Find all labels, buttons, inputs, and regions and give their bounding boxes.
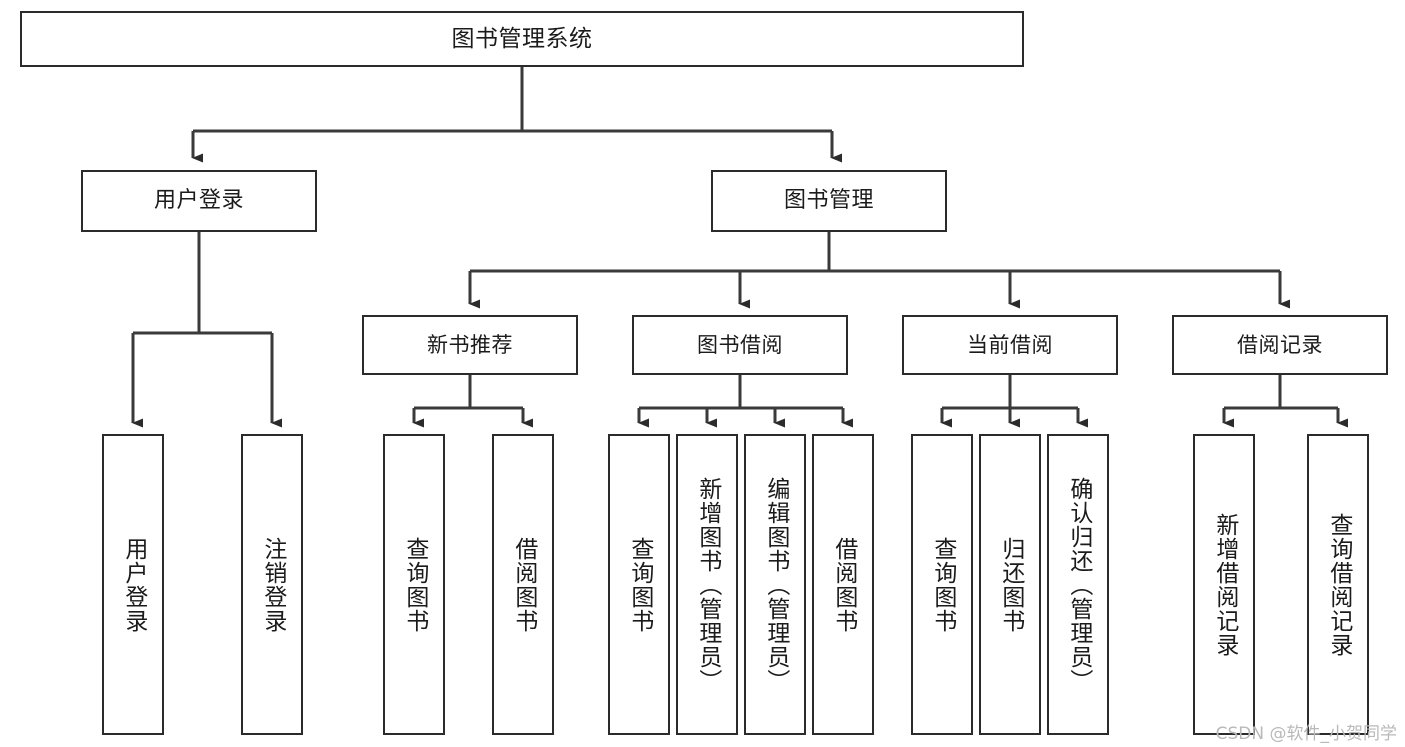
node-label: 图书管理系统 bbox=[451, 25, 593, 52]
node-new-book-recommend[interactable]: 新书推荐 bbox=[362, 315, 578, 375]
node-book-management[interactable]: 图书管理 bbox=[711, 170, 947, 232]
node-label: 图书管理 bbox=[783, 188, 874, 214]
leaf-record-query-borrow-record[interactable]: 查询借阅记录 bbox=[1307, 434, 1369, 735]
node-label: 注销登录 bbox=[259, 536, 286, 633]
leaf-borrow-edit-book-admin[interactable]: 编辑图书（管理员） bbox=[744, 434, 806, 735]
node-label: 新增图书（管理员） bbox=[694, 476, 721, 693]
leaf-user-login-signout[interactable]: 注销登录 bbox=[241, 434, 303, 735]
node-book-borrow[interactable]: 图书借阅 bbox=[632, 315, 848, 375]
leaf-recommend-query-book[interactable]: 查询图书 bbox=[383, 434, 445, 735]
node-label: 查询图书 bbox=[401, 536, 428, 633]
node-current-borrow[interactable]: 当前借阅 bbox=[902, 315, 1118, 375]
leaf-borrow-add-book-admin[interactable]: 新增图书（管理员） bbox=[676, 434, 738, 735]
node-label: 查询借阅记录 bbox=[1325, 512, 1352, 657]
node-label: 确认归还（管理员） bbox=[1065, 476, 1092, 693]
leaf-recommend-borrow-book[interactable]: 借阅图书 bbox=[492, 434, 554, 735]
csdn-watermark: CSDN @软件_小贺同学 bbox=[1215, 724, 1397, 744]
leaf-current-query-book[interactable]: 查询图书 bbox=[911, 434, 973, 735]
node-label: 当前借阅 bbox=[967, 332, 1053, 357]
node-user-login[interactable]: 用户登录 bbox=[81, 170, 317, 232]
leaf-current-confirm-return-admin[interactable]: 确认归还（管理员） bbox=[1047, 434, 1109, 735]
node-label: 借阅图书 bbox=[510, 536, 537, 633]
node-label: 借阅图书 bbox=[830, 536, 857, 633]
leaf-borrow-borrow-book[interactable]: 借阅图书 bbox=[812, 434, 874, 735]
node-system-root[interactable]: 图书管理系统 bbox=[20, 11, 1024, 67]
node-label: 编辑图书（管理员） bbox=[762, 476, 789, 693]
leaf-record-add-borrow-record[interactable]: 新增借阅记录 bbox=[1193, 434, 1255, 735]
leaf-borrow-query-book[interactable]: 查询图书 bbox=[608, 434, 670, 735]
leaf-user-login-signin[interactable]: 用户登录 bbox=[102, 434, 164, 735]
node-label: 用户登录 bbox=[120, 536, 147, 633]
node-label: 新书推荐 bbox=[427, 332, 513, 357]
leaf-current-return-book[interactable]: 归还图书 bbox=[979, 434, 1041, 735]
node-label: 归还图书 bbox=[997, 536, 1024, 633]
node-borrow-record[interactable]: 借阅记录 bbox=[1172, 315, 1388, 375]
node-label: 查询图书 bbox=[626, 536, 653, 633]
node-label: 查询图书 bbox=[929, 536, 956, 633]
node-label: 新增借阅记录 bbox=[1211, 512, 1238, 657]
node-label: 借阅记录 bbox=[1237, 332, 1323, 357]
node-label: 用户登录 bbox=[153, 188, 244, 214]
node-label: 图书借阅 bbox=[697, 332, 783, 357]
